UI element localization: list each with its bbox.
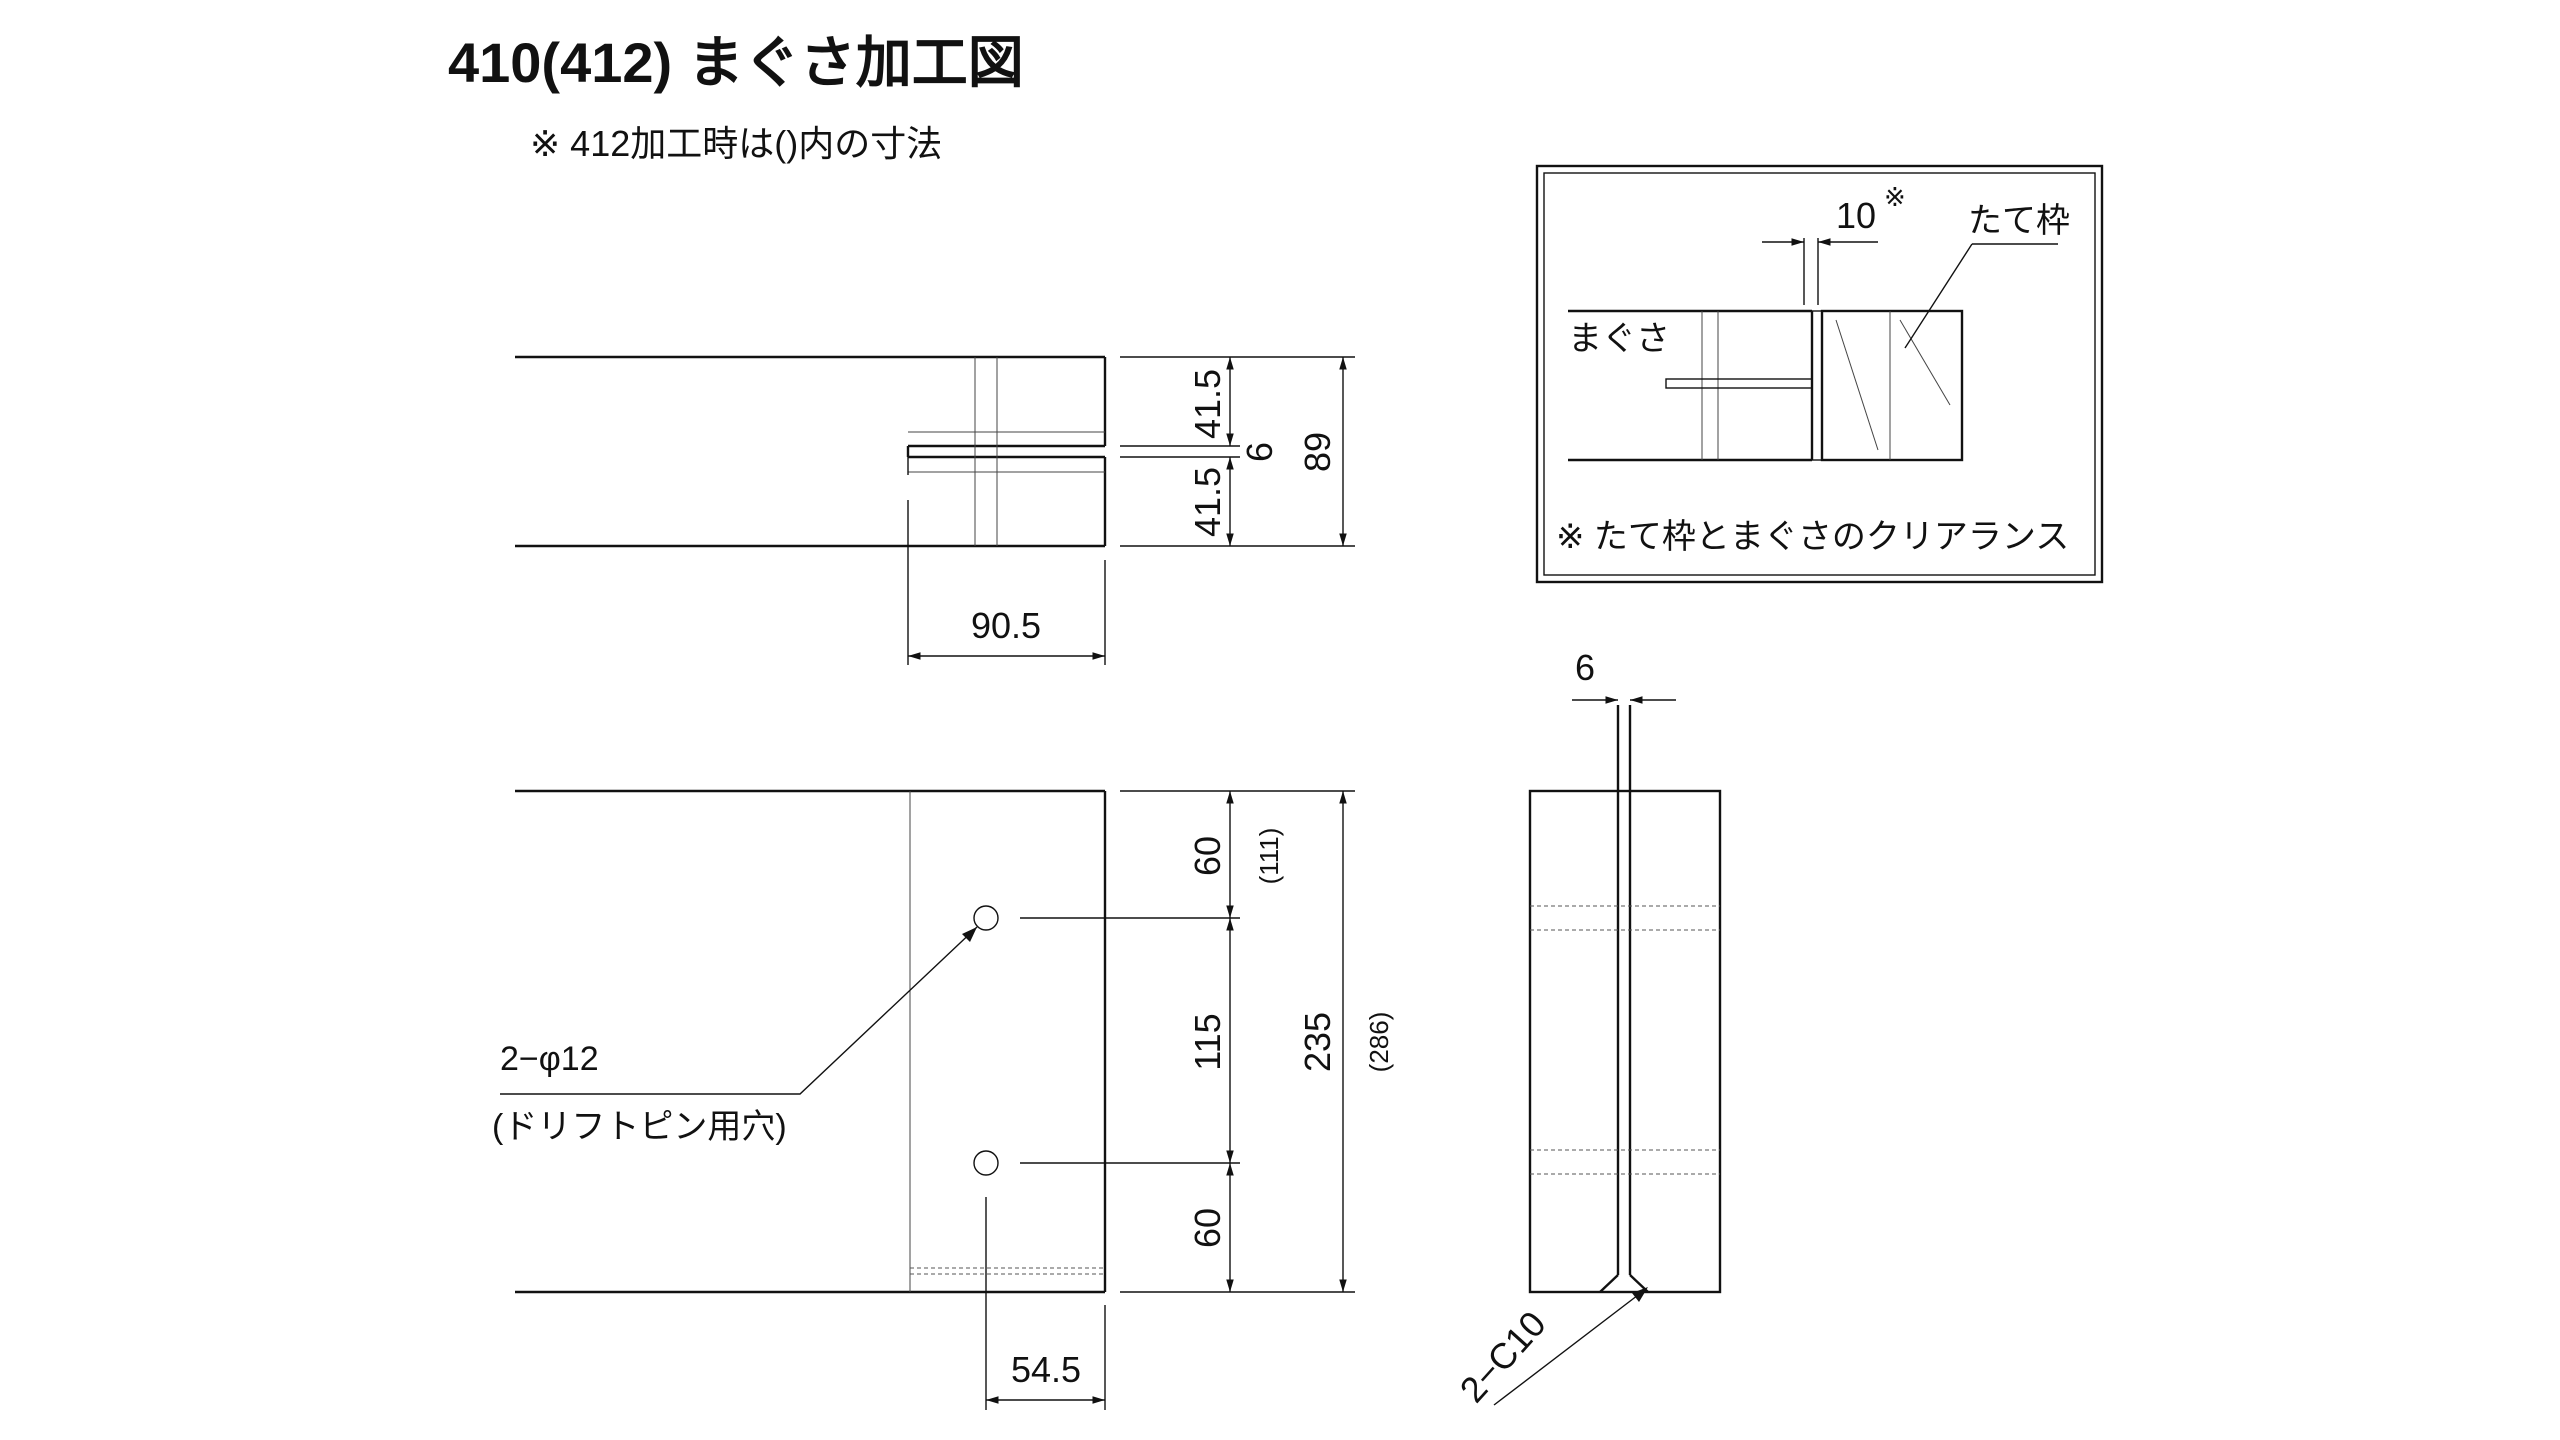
dim-89: 89 [1297, 432, 1338, 472]
dim-286: (286) [1364, 1012, 1394, 1073]
dim-115: 115 [1187, 1013, 1228, 1070]
chamfer-label: 2−C10 [1452, 1303, 1554, 1410]
dim-111: (111) [1254, 828, 1284, 885]
dim-41-5-bottom: 41.5 [1187, 467, 1228, 537]
label-frame: たて枠 [1968, 202, 2070, 240]
label-lintel: まぐさ [1568, 320, 1670, 358]
side-dim-6: 6 [1575, 647, 1595, 688]
detail-note: ※ たて枠とまぐさのクリアランス [1556, 518, 2069, 556]
dim-235: 235 [1297, 1012, 1338, 1072]
detail-dim-10: 10 [1836, 195, 1876, 236]
drift-pin-hole-upper [973, 905, 999, 931]
drift-pin-hole-lower [973, 1150, 999, 1176]
dim-41-5-top: 41.5 [1187, 369, 1228, 439]
hole-label: 2−φ12 [500, 1040, 599, 1078]
dim-6-top: 6 [1239, 442, 1280, 462]
dim-90-5: 90.5 [971, 605, 1041, 646]
side-view: 6 2−C10 [1452, 647, 1722, 1410]
clearance-detail: 10 ※ たて枠 まぐさ ※ たて枠とまぐさのクリアランス [1535, 164, 2104, 584]
drawing-title: 410(412) まぐさ加工図 [448, 31, 1024, 94]
dimension-note: ※ 412加工時は()内の寸法 [530, 123, 942, 164]
front-view: 60 (111) 115 235 (286) 60 54.5 2−φ12 (ドリ… [492, 789, 1394, 1410]
dim-54-5: 54.5 [1011, 1349, 1081, 1390]
dim-60-top: 60 [1187, 836, 1228, 876]
top-view: 41.5 6 41.5 89 90.5 [515, 355, 1355, 665]
detail-asterisk: ※ [1884, 182, 1906, 212]
hole-note: (ドリフトピン用穴) [492, 1108, 787, 1146]
dim-60-bottom: 60 [1187, 1208, 1228, 1248]
